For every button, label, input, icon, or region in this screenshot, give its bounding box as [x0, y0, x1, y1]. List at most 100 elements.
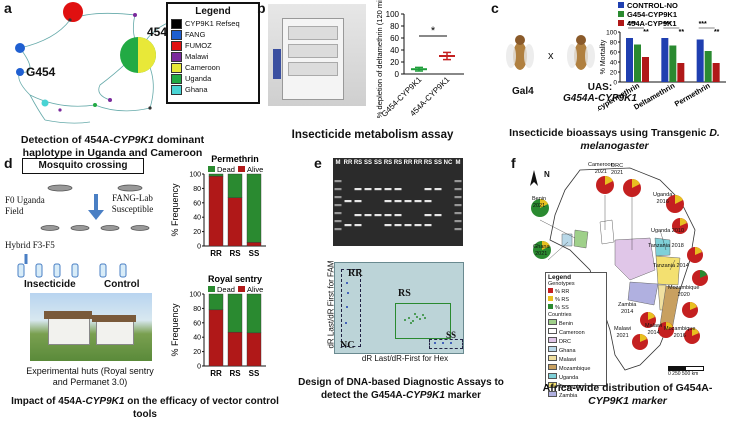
bar	[208, 173, 224, 177]
bar	[246, 293, 262, 334]
significance-label: **	[643, 29, 649, 36]
legend-label: Malawi	[185, 52, 209, 61]
legend-swatch	[171, 84, 182, 95]
x-tick-label: Permethrin	[673, 81, 712, 109]
legend-swatch	[238, 166, 245, 172]
legend-item: FANG	[171, 29, 255, 40]
gel-lane-label: RR	[403, 160, 413, 166]
bar	[208, 309, 224, 367]
y-tick-label: 0	[197, 244, 201, 251]
fumoz-node	[63, 2, 83, 22]
panel-f-label: f	[511, 155, 516, 171]
bar	[227, 293, 243, 333]
map-site-label: Uganda 2010	[651, 228, 685, 234]
gel-band	[334, 220, 342, 223]
y-tick-label: 100	[189, 292, 201, 299]
bar	[227, 173, 243, 198]
gel-band	[374, 188, 382, 191]
map-site-label: Tanzania 2014	[653, 263, 689, 269]
legend-label: Alive	[247, 165, 263, 174]
y-tick-label: 0	[613, 80, 617, 87]
country-legend-item: Cameroon	[548, 328, 604, 337]
gel-lane-label: SS	[433, 160, 442, 166]
haplotype-network	[15, 2, 172, 124]
legend-label: FANG	[185, 30, 206, 39]
gel-band	[334, 204, 342, 207]
gel-lane-label: RS	[423, 160, 433, 166]
label-fang-lab: FANG-Lab Susceptible	[111, 193, 154, 214]
legend-label: Cameroon	[185, 63, 221, 72]
bar	[246, 173, 262, 243]
legend-swatch	[171, 18, 182, 29]
tubes-icon	[17, 254, 127, 278]
y-tick-label: 80	[610, 40, 618, 47]
legend-swatch	[171, 62, 182, 73]
significance-label: ***	[663, 21, 671, 28]
y-tick-label: 0	[395, 70, 400, 79]
gel-band	[344, 224, 352, 227]
y-tick-label: 80	[390, 22, 399, 31]
gel-lane-label: RS	[383, 160, 393, 166]
panel-e-caption: Design of DNA-based Diagnostic Assays to…	[298, 377, 504, 401]
gel-band	[344, 200, 352, 203]
allelic-discrimination-plot	[334, 262, 464, 354]
legend-swatch	[618, 2, 624, 8]
gel-lane-label: RR	[343, 160, 353, 166]
bar	[634, 44, 641, 82]
significance-label: **	[679, 29, 685, 36]
y-tick-label: 20	[193, 349, 201, 356]
y-tick-label: 40	[193, 335, 201, 342]
bar	[704, 51, 712, 82]
legend-item: Uganda	[171, 73, 255, 84]
site-pies	[531, 176, 708, 350]
gel-lane-label: NC	[443, 160, 453, 166]
panel-a-label: a	[4, 0, 12, 16]
gel-band	[334, 180, 342, 183]
panel-c-label: c	[491, 0, 499, 16]
legend-label: Alive	[247, 285, 263, 294]
gel-lane-label: RR	[413, 160, 423, 166]
panel-e-label: e	[314, 155, 322, 171]
bar	[246, 242, 262, 247]
cameroon-node	[138, 37, 156, 73]
legend-label: 454A-CYP9K1	[627, 19, 677, 28]
bar	[208, 175, 224, 247]
gel-band	[334, 188, 342, 191]
fly-gal4	[505, 28, 535, 78]
legend-label: Dead	[217, 165, 235, 174]
gel-band	[384, 214, 392, 217]
label-hybrid: Hybrid F3-F5	[5, 240, 55, 250]
legend-label: G454-CYP9K1	[627, 10, 677, 19]
label-g454: G454	[26, 65, 56, 79]
gel-band	[404, 224, 412, 227]
legend-swatch	[238, 286, 245, 292]
gel-band	[454, 196, 462, 199]
label-ss-cluster: SS	[446, 330, 457, 340]
country-legend-item: Zambia	[548, 391, 604, 400]
gel-band	[454, 180, 462, 183]
x-tick-label: SS	[249, 249, 260, 258]
y-tick-label: 80	[193, 306, 201, 313]
label-rs-cluster: RS	[398, 288, 411, 299]
legend-swatch	[171, 51, 182, 62]
gel-band	[364, 214, 372, 217]
fang-node-2	[16, 68, 24, 76]
legend-item: Cameroon	[171, 62, 255, 73]
bioassay-chart: CONTROL-NOG454-CYP9K1454A-CYP9K102040608…	[598, 1, 726, 123]
country-legend-item: Uganda	[548, 373, 604, 382]
map-legend: Legend Genotypes % RR % RS % SS Countrie…	[545, 272, 607, 399]
label-insecticide: Insecticide	[24, 279, 76, 290]
bar	[227, 197, 243, 247]
y-axis-label: % Frequency	[170, 183, 180, 237]
x-tick-label: RS	[229, 369, 241, 378]
fang-node	[15, 43, 25, 53]
legend-swatch	[208, 286, 215, 292]
north-arrow-icon	[530, 170, 538, 186]
